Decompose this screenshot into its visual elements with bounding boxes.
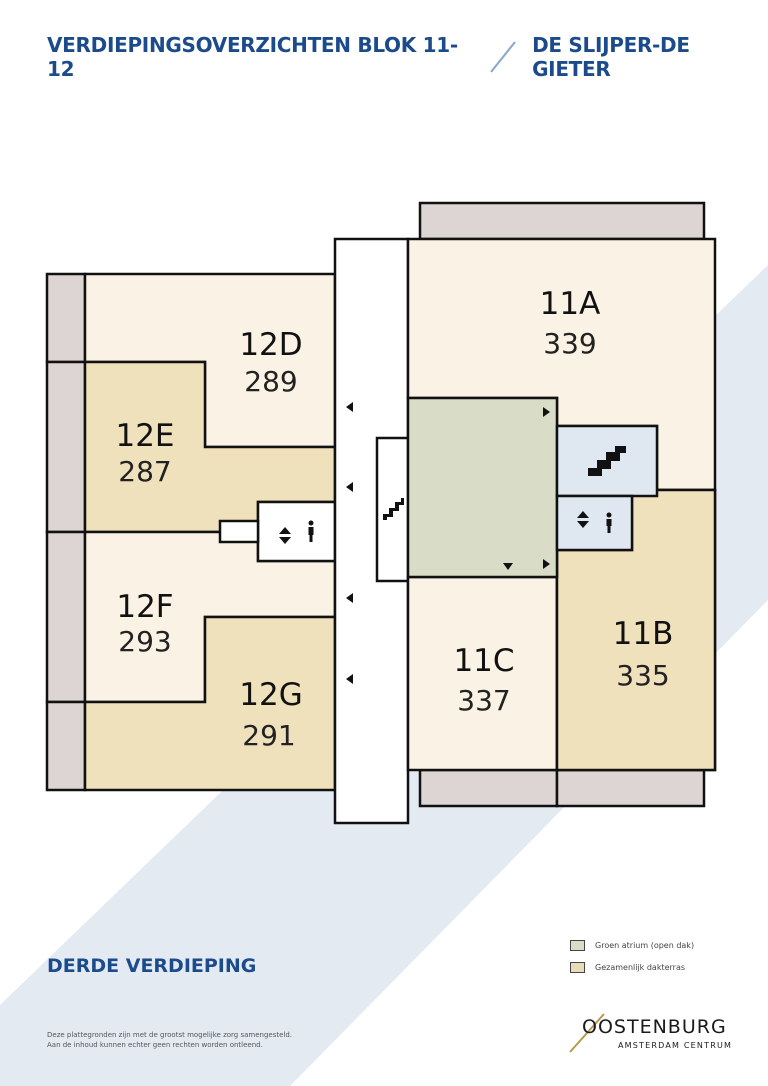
- legend-swatch-terrace: [570, 961, 585, 973]
- balcony-11a: [418, 201, 706, 241]
- legend-item-atrium: Groen atrium (open dak): [570, 934, 694, 956]
- core-left-shaft: [218, 519, 260, 544]
- person-icon: [606, 512, 612, 533]
- legend-label-atrium: Groen atrium (open dak): [595, 940, 695, 950]
- page-header: VERDIEPINGSOVERZICHTEN BLOK 11-12 DE SLI…: [47, 33, 768, 81]
- core-left: [256, 500, 337, 563]
- lift-arrows-icon: [279, 527, 291, 544]
- unit-12f-code: 12F: [116, 589, 173, 625]
- brand-subtitle: AMSTERDAM CENTRUM: [618, 1041, 733, 1050]
- building-title: DE SLIJPER-DE GIETER: [532, 33, 690, 81]
- logo-slash-icon: [569, 1013, 605, 1053]
- balcony-12f: [45, 530, 87, 704]
- arrow-left-icon: [346, 593, 353, 603]
- disclaimer: Deze plattegronden zijn met de grootst m…: [47, 1030, 347, 1050]
- lift-arrows-icon: [577, 511, 589, 528]
- unit-11b-code: 11B: [613, 616, 674, 652]
- brand-logo: OOSTENBURG AMSTERDAM CENTRUM: [568, 1008, 738, 1058]
- unit-12f-area: 293: [118, 625, 171, 658]
- unit-11c-code: 11C: [453, 643, 514, 679]
- disclaimer-line-2: Aan de inhoud kunnen echter geen rechten…: [47, 1041, 263, 1049]
- unit-12d-area: 289: [244, 365, 297, 398]
- block-title: VERDIEPINGSOVERZICHTEN BLOK 11-12: [47, 33, 458, 81]
- legend: Groen atrium (open dak) Gezamenlijk dakt…: [570, 934, 694, 978]
- disclaimer-line-1: Deze plattegronden zijn met de grootst m…: [47, 1031, 293, 1039]
- person-icon: [308, 520, 314, 542]
- brand-name: OOSTENBURG: [582, 1016, 727, 1038]
- legend-swatch-atrium: [570, 939, 585, 951]
- arrow-left-icon: [346, 482, 353, 492]
- floor-name: DERDE VERDIEPING: [47, 955, 257, 977]
- title-separator: [490, 41, 516, 73]
- unit-11b-area: 335: [616, 659, 669, 692]
- core-right-lift: [555, 494, 634, 552]
- arrow-left-icon: [346, 674, 353, 684]
- stairs-icon: [383, 498, 404, 520]
- arrow-down-icon: [503, 563, 513, 570]
- balcony-12e: [45, 360, 87, 534]
- arrow-right-icon: [543, 559, 550, 569]
- legend-label-terrace: Gezamenlijk dakterras: [595, 962, 686, 972]
- balcony-11b: [555, 768, 706, 808]
- unit-12e-code: 12E: [115, 418, 174, 454]
- balcony-11c: [418, 768, 559, 808]
- unit-12e-area: 287: [118, 455, 171, 488]
- unit-12g-area: 291: [242, 719, 295, 752]
- legend-item-terrace: Gezamenlijk dakterras: [570, 956, 694, 978]
- stairs-icon: [588, 446, 626, 476]
- unit-11a-area: 339: [543, 327, 596, 360]
- balcony-12d: [45, 272, 87, 364]
- unit-12d-code: 12D: [239, 327, 302, 363]
- balcony-12g: [45, 700, 87, 792]
- unit-11a-code: 11A: [540, 286, 601, 322]
- unit-11c-area: 337: [457, 684, 510, 717]
- arrow-right-icon: [543, 407, 550, 417]
- green-atrium: [406, 396, 559, 579]
- unit-12g-code: 12G: [239, 677, 302, 713]
- arrow-left-icon: [346, 402, 353, 412]
